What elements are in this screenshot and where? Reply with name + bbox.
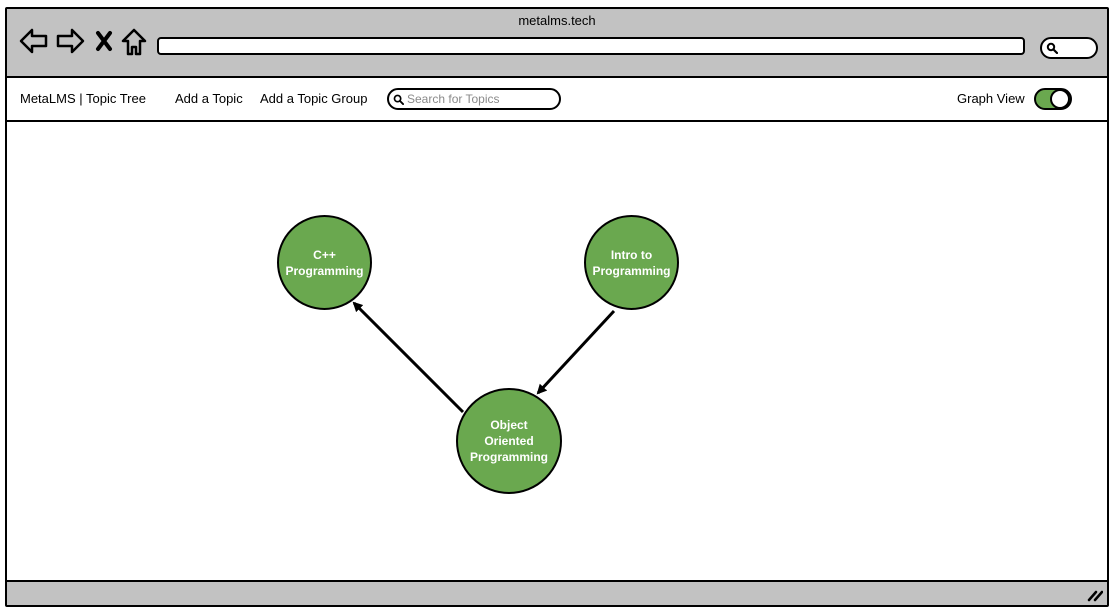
home-icon[interactable] (120, 27, 148, 57)
edge-oop-to-cpp (352, 301, 465, 414)
status-bar (7, 580, 1107, 605)
close-x-icon[interactable] (95, 30, 113, 52)
topic-graph-canvas: C++ Programming Intro to Programming Obj… (7, 122, 1107, 582)
resize-grip-icon[interactable] (1087, 588, 1103, 602)
address-bar[interactable] (157, 37, 1025, 55)
back-arrow-icon[interactable] (19, 27, 49, 55)
toggle-knob (1050, 89, 1070, 109)
topic-node-cpp[interactable]: C++ Programming (277, 215, 372, 310)
node-label: Object Oriented Programming (469, 418, 548, 464)
add-topic-link[interactable]: Add a Topic (175, 91, 243, 106)
browser-chrome: metalms.tech (7, 9, 1107, 78)
browser-window: metalms.tech MetaLMS | Topic Tree Add a … (5, 7, 1109, 607)
forward-arrow-icon[interactable] (55, 27, 85, 55)
search-icon (393, 94, 404, 105)
node-label: Intro to Programming (592, 247, 671, 278)
graph-view-label: Graph View (957, 91, 1025, 106)
browser-search-button[interactable] (1040, 37, 1098, 59)
add-topic-group-link[interactable]: Add a Topic Group (260, 91, 368, 106)
graph-edges (352, 301, 616, 414)
brand-link[interactable]: MetaLMS | Topic Tree (20, 91, 146, 106)
topic-node-oop[interactable]: Object Oriented Programming (456, 388, 562, 494)
node-label: C++ Programming (285, 247, 364, 278)
topic-search-input[interactable] (407, 91, 555, 107)
topic-search-box[interactable] (387, 88, 561, 110)
topic-node-intro[interactable]: Intro to Programming (584, 215, 679, 310)
graph-view-toggle[interactable] (1034, 88, 1072, 110)
edge-intro-to-oop (536, 309, 616, 395)
search-icon (1046, 42, 1058, 54)
window-title: metalms.tech (518, 13, 596, 28)
app-nav-bar: MetaLMS | Topic Tree Add a Topic Add a T… (7, 78, 1107, 122)
